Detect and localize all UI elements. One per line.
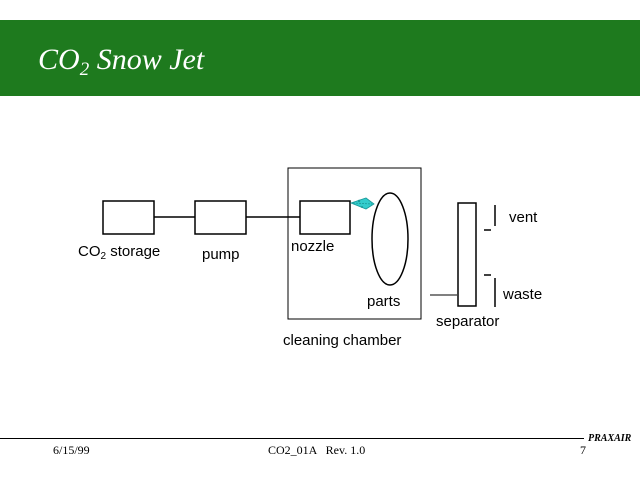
co2-storage-label: CO2 storage <box>78 243 160 266</box>
co2-storage-box <box>102 200 155 235</box>
parts-ellipse <box>371 192 409 286</box>
title-bar <box>0 20 640 96</box>
separator-label: separator <box>436 313 500 330</box>
co2-storage-label-rest: storage <box>106 243 161 260</box>
waste-label: waste <box>503 286 543 303</box>
snow-jet-spray <box>349 197 375 210</box>
footer-date: 6/15/99 <box>53 443 90 457</box>
cleaning-chamber-label: cleaning chamber <box>283 332 402 349</box>
pump-box <box>194 200 247 235</box>
co2-storage-label-sub: 2 <box>100 251 107 262</box>
cleaning-chamber-box <box>287 167 422 320</box>
title-main: CO <box>38 43 80 76</box>
co2-storage-label-main: CO <box>78 243 101 260</box>
footer-divider <box>0 438 584 439</box>
praxair-logo-text: PRAXAIR <box>588 433 632 444</box>
nozzle-box <box>299 200 351 235</box>
title-rest: Snow Jet <box>89 43 205 76</box>
slide-title: CO2 Snow Jet <box>38 42 204 88</box>
vent-outlet <box>484 205 496 231</box>
pump-label: pump <box>202 246 240 263</box>
footer-page-number: 7 <box>580 443 586 457</box>
title-subscript: 2 <box>79 59 90 80</box>
parts-label: parts <box>367 293 401 310</box>
separator-tube <box>457 202 477 307</box>
footer-doc-id: CO2_01A Rev. 1.0 <box>268 443 366 457</box>
waste-outlet <box>484 274 496 307</box>
vent-label: vent <box>509 209 538 226</box>
nozzle-label: nozzle <box>291 238 335 255</box>
